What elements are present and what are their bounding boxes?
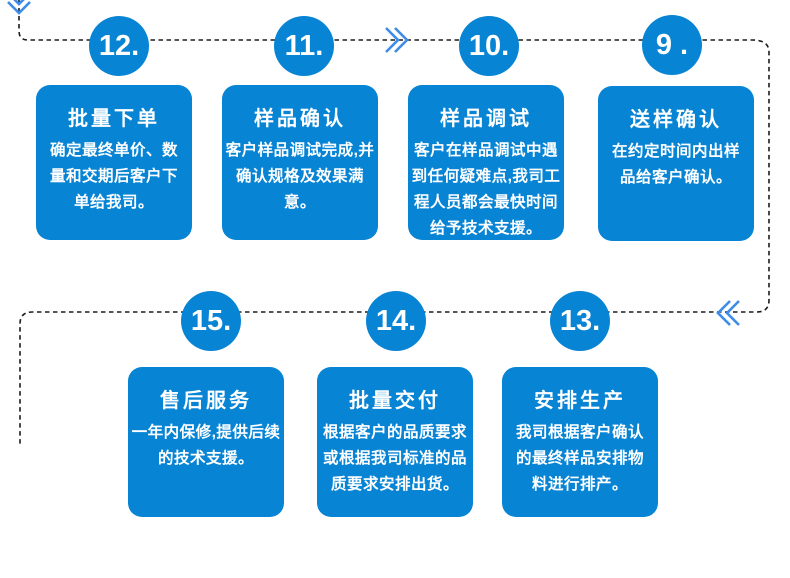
step-14-number-badge: 14.: [366, 291, 426, 351]
step-number: 12.: [98, 29, 140, 62]
step-11-number-badge: 11.: [274, 16, 334, 76]
step-15-number-badge: 15.: [181, 291, 241, 351]
step-number: 15.: [190, 304, 232, 337]
step-title: 样品调试: [440, 108, 532, 130]
step-description: 客户样品调试完成,并 确认规格及效果满意。: [225, 142, 375, 211]
step-title: 批量交付: [349, 390, 441, 412]
step-number: 11.: [284, 29, 324, 62]
step-9-number-badge: 9 .: [642, 15, 702, 75]
step-10-number-badge: 10.: [459, 16, 519, 76]
step-description: 根据客户的品质要求 或根据我司标准的品 质要求安排出货。: [322, 424, 467, 493]
step-number: 9 .: [655, 28, 689, 61]
step-12-number-badge: 12.: [89, 16, 149, 76]
step-11-card: 样品确认 客户样品调试完成,并 确认规格及效果满意。: [222, 85, 378, 240]
step-15-card: 售后服务 一年内保修,提供后续 的技术支援。: [128, 367, 284, 517]
step-description: 一年内保修,提供后续 的技术支援。: [131, 424, 281, 467]
step-14-card: 批量交付 根据客户的品质要求 或根据我司标准的品 质要求安排出货。: [317, 367, 473, 517]
step-13-card: 安排生产 我司根据客户确认 的最终样品安排物 料进行排产。: [502, 367, 658, 517]
step-13-number-badge: 13.: [550, 291, 610, 351]
dashed-flow-line: [18, 0, 770, 446]
step-10-card: 样品调试 客户在样品调试中遇 到任何疑难点,我司工 程人员都会最快时间 给予技术…: [408, 85, 564, 240]
step-description: 在约定时间内出样 品给客户确认。: [611, 143, 740, 186]
step-title: 送样确认: [630, 109, 722, 131]
step-description: 客户在样品调试中遇 到任何疑难点,我司工 程人员都会最快时间 给予技术支援。: [411, 142, 561, 237]
step-title: 安排生产: [534, 390, 626, 412]
step-9-card: 送样确认 在约定时间内出样 品给客户确认。: [598, 86, 754, 241]
chevron-down-icon: [7, 0, 31, 15]
step-description: 我司根据客户确认 的最终样品安排物 料进行排产。: [515, 424, 644, 493]
step-title: 批量下单: [68, 108, 160, 130]
step-number: 10.: [468, 29, 510, 62]
step-title: 样品确认: [254, 108, 346, 130]
step-description: 确定最终单价、数 量和交期后客户下 单给我司。: [49, 142, 178, 211]
step-title: 售后服务: [160, 390, 252, 412]
step-12-card: 批量下单 确定最终单价、数 量和交期后客户下 单给我司。: [36, 85, 192, 240]
chevron-left-icon: [716, 300, 740, 326]
step-number: 14.: [375, 304, 417, 337]
chevron-right-icon: [385, 27, 409, 53]
step-number: 13.: [559, 304, 601, 337]
